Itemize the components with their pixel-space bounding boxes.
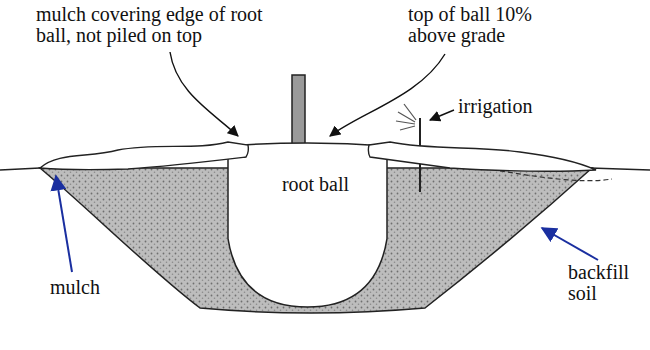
label-text: irrigation: [458, 96, 588, 117]
irrigation-stake: [419, 118, 421, 192]
leader-arrow: [330, 54, 445, 136]
label-text: top of ball 10% above grade: [408, 4, 573, 46]
mulch-right: [368, 142, 596, 171]
leader-arrow: [170, 52, 238, 136]
irrigation-spray: [396, 104, 416, 130]
mulch-left: [40, 142, 248, 170]
leader-arrow: [56, 176, 72, 272]
root-ball: root ball: [225, 140, 406, 310]
tree-trunk: [292, 75, 305, 147]
root-ball-outline: [225, 140, 390, 310]
dashed-outline: [500, 171, 612, 181]
label-text: mulch: [50, 277, 140, 298]
node-label: root ball: [225, 140, 406, 195]
label-text: backfill soil: [568, 262, 646, 304]
leader-arrow: [542, 228, 598, 260]
label-text: mulch covering edge of root ball, not pi…: [36, 4, 286, 46]
leader-arrow: [430, 110, 454, 120]
